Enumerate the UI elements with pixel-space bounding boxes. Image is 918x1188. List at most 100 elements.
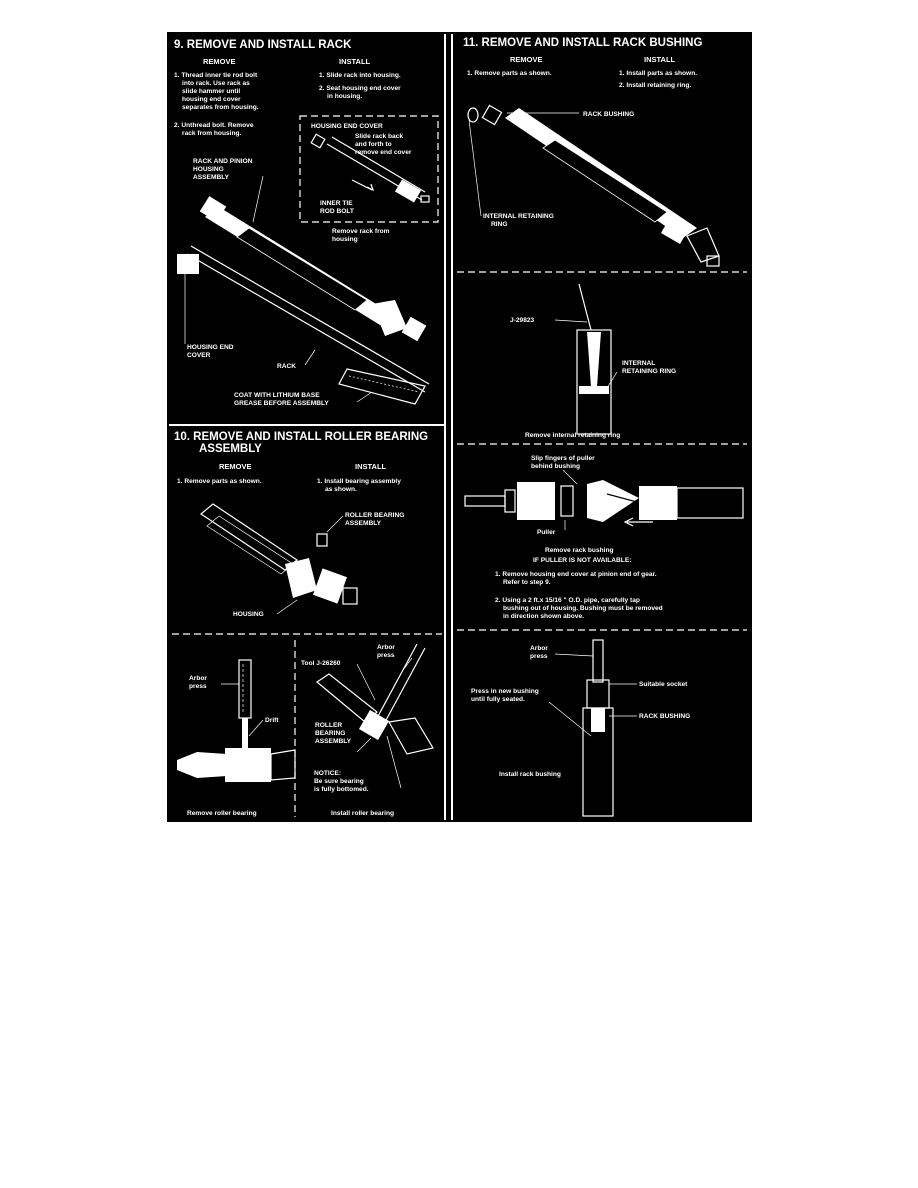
s11-install-caption: Install rack bushing bbox=[499, 771, 561, 778]
svg-text:press: press bbox=[189, 683, 207, 690]
svg-text:Remove rack from: Remove rack from bbox=[332, 228, 390, 235]
diagram-canvas: 9. REMOVE AND INSTALL RACK REMOVE INSTAL… bbox=[169, 34, 747, 820]
svg-text:ROLLER: ROLLER bbox=[315, 722, 342, 729]
svg-text:slide hammer until: slide hammer until bbox=[182, 88, 240, 95]
s9-inset-rack-drawing bbox=[310, 133, 430, 203]
s10-remove-bearing-drawing bbox=[177, 659, 296, 782]
s9-install-heading: INSTALL bbox=[339, 57, 371, 66]
s9-remove-heading: REMOVE bbox=[203, 57, 236, 66]
s11-install-step-2: 2. Install retaining ring. bbox=[619, 82, 691, 89]
svg-text:ROLLER BEARING: ROLLER BEARING bbox=[345, 512, 404, 519]
s9-grease-label: COAT WITH LITHIUM BASE GREASE BEFORE ASS… bbox=[234, 392, 329, 407]
svg-text:BEARING: BEARING bbox=[315, 730, 345, 737]
s10-leader-lines bbox=[276, 515, 344, 615]
svg-text:press: press bbox=[377, 652, 395, 659]
s11-remove-step-1: 1. Remove parts as shown. bbox=[467, 70, 552, 77]
svg-text:rack from housing.: rack from housing. bbox=[182, 130, 242, 137]
s11-rack-drawing bbox=[467, 104, 720, 267]
s11-puller-label: Puller bbox=[537, 529, 556, 536]
s9-end-cover-label: HOUSING END COVER bbox=[187, 344, 234, 359]
svg-text:ASSEMBLY: ASSEMBLY bbox=[199, 443, 262, 455]
svg-text:bushing out of housing. Bushi: bushing out of housing. Bushing must be … bbox=[503, 605, 663, 612]
svg-text:press: press bbox=[530, 653, 548, 660]
s10-roller-label: ROLLER BEARING ASSEMBLY bbox=[345, 512, 404, 527]
svg-text:GREASE BEFORE ASSEMBLY: GREASE BEFORE ASSEMBLY bbox=[234, 400, 329, 407]
s11-rack-bushing-label: RACK BUSHING bbox=[583, 111, 634, 118]
s11-internal-ring-2-label: INTERNAL RETAINING RING bbox=[622, 360, 676, 375]
svg-text:ROD BOLT: ROD BOLT bbox=[320, 208, 354, 215]
s10-tool-label: Tool J-26260 bbox=[301, 660, 341, 667]
s11-arbor-press-label: Arbor press bbox=[530, 645, 548, 660]
svg-text:in housing.: in housing. bbox=[327, 93, 362, 100]
svg-text:until fully seated.: until fully seated. bbox=[471, 696, 525, 703]
s10-arbor-press-2-label: Arbor press bbox=[377, 644, 395, 659]
s11-puller-drawing bbox=[464, 469, 744, 530]
s11-alt-step-2: 2. Using a 2 ft.x 15/16 " O.D. pipe, car… bbox=[495, 597, 663, 620]
s11-rack-bushing-2-label: RACK BUSHING bbox=[639, 713, 690, 720]
svg-text:Refer to step 9.: Refer to step 9. bbox=[503, 579, 551, 586]
s10-install-step-1: 1. Install bearing assembly as shown. bbox=[317, 478, 401, 493]
s9-inset-housing-end-cover: HOUSING END COVER bbox=[311, 123, 383, 130]
svg-text:2. Unthread bolt. Remove: 2. Unthread bolt. Remove bbox=[174, 122, 254, 129]
svg-text:INTERNAL RETAINING: INTERNAL RETAINING bbox=[483, 213, 554, 220]
s9-rack-housing-drawing bbox=[177, 196, 430, 405]
s11-title: 11. REMOVE AND INSTALL RACK BUSHING bbox=[463, 37, 702, 49]
s9-install-step-2: 2. Seat housing end cover in housing. bbox=[319, 85, 401, 100]
s10-install-heading: INSTALL bbox=[355, 462, 387, 471]
svg-text:1. Remove housing end cover at: 1. Remove housing end cover at pinion en… bbox=[495, 571, 657, 578]
s9-remove-step-1: 1. Thread inner tie rod bolt into rack. … bbox=[174, 72, 259, 111]
s10-drift-label: Drift bbox=[265, 717, 279, 724]
svg-text:is fully bottomed.: is fully bottomed. bbox=[314, 786, 369, 793]
svg-text:Arbor: Arbor bbox=[377, 644, 395, 651]
svg-text:behind bushing: behind bushing bbox=[531, 463, 580, 470]
s10-notice-text: Be sure bearing is fully bottomed. bbox=[314, 778, 369, 793]
s9-housing-assembly-label: RACK AND PINION HOUSING ASSEMBLY bbox=[193, 158, 253, 181]
s11-ring-caption: Remove internal retaining ring bbox=[525, 432, 620, 439]
svg-text:Arbor: Arbor bbox=[530, 645, 548, 652]
s11-tool-label: J-29823 bbox=[510, 317, 535, 324]
s10-remove-caption: Remove roller bearing bbox=[187, 810, 257, 817]
s11-install-heading: INSTALL bbox=[644, 55, 676, 64]
panel-dividers bbox=[169, 34, 747, 820]
s9-title: 9. REMOVE AND INSTALL RACK bbox=[174, 39, 352, 51]
svg-text:ASSEMBLY: ASSEMBLY bbox=[193, 174, 230, 181]
svg-text:housing end cover: housing end cover bbox=[182, 96, 241, 103]
svg-text:and forth to: and forth to bbox=[355, 141, 392, 148]
s10-title: 10. REMOVE AND INSTALL ROLLER BEARING AS… bbox=[174, 431, 428, 455]
svg-text:Be sure bearing: Be sure bearing bbox=[314, 778, 364, 785]
s10-housing-drawing bbox=[199, 503, 358, 605]
s11-if-puller-label: IF PULLER IS NOT AVAILABLE: bbox=[533, 557, 631, 564]
service-manual-illustration: 9. REMOVE AND INSTALL RACK REMOVE INSTAL… bbox=[167, 32, 752, 822]
svg-text:INTERNAL: INTERNAL bbox=[622, 360, 655, 367]
svg-text:2. Seat housing end cover: 2. Seat housing end cover bbox=[319, 85, 401, 92]
s11-install-bushing-drawing bbox=[548, 639, 637, 817]
svg-text:as shown.: as shown. bbox=[325, 486, 357, 493]
svg-text:separates from housing.: separates from housing. bbox=[182, 104, 259, 111]
s9-inset-slide-label: Slide rack back and forth to remove end … bbox=[355, 133, 412, 156]
s9-inset-caption: Remove rack from housing bbox=[332, 228, 390, 243]
svg-text:into rack. Use rack as: into rack. Use rack as bbox=[182, 80, 250, 87]
svg-text:INNER TIE: INNER TIE bbox=[320, 200, 353, 207]
s9-inset-frame bbox=[299, 115, 439, 223]
s10-roller-2-label: ROLLER BEARING ASSEMBLY bbox=[315, 722, 352, 745]
svg-text:RACK AND PINION: RACK AND PINION bbox=[193, 158, 253, 165]
svg-text:RING: RING bbox=[491, 221, 507, 228]
s10-remove-heading: REMOVE bbox=[219, 462, 252, 471]
svg-text:HOUSING: HOUSING bbox=[193, 166, 224, 173]
svg-text:Slide rack back: Slide rack back bbox=[355, 133, 403, 140]
svg-text:COVER: COVER bbox=[187, 352, 211, 359]
svg-text:HOUSING END: HOUSING END bbox=[187, 344, 234, 351]
svg-text:2. Using a 2 ft.x 15/16 " O.D.: 2. Using a 2 ft.x 15/16 " O.D. pipe, car… bbox=[495, 597, 640, 604]
s11-slip-fingers-label: Slip fingers of puller behind bushing bbox=[531, 455, 595, 470]
svg-text:Press in new bushing: Press in new bushing bbox=[471, 688, 539, 695]
svg-text:Slip fingers of puller: Slip fingers of puller bbox=[531, 455, 595, 462]
svg-text:1. Install bearing assembly: 1. Install bearing assembly bbox=[317, 478, 401, 485]
svg-text:housing: housing bbox=[332, 236, 358, 243]
s11-remove-heading: REMOVE bbox=[510, 55, 543, 64]
s9-leader-lines bbox=[184, 175, 373, 403]
svg-text:remove end cover: remove end cover bbox=[355, 149, 412, 156]
s11-internal-ring-label: INTERNAL RETAINING RING bbox=[483, 213, 554, 228]
svg-text:10. REMOVE AND INSTALL ROLLER: 10. REMOVE AND INSTALL ROLLER BEARING bbox=[174, 431, 428, 443]
svg-text:in direction shown above.: in direction shown above. bbox=[503, 613, 584, 620]
svg-text:COAT WITH LITHIUM BASE: COAT WITH LITHIUM BASE bbox=[234, 392, 320, 399]
